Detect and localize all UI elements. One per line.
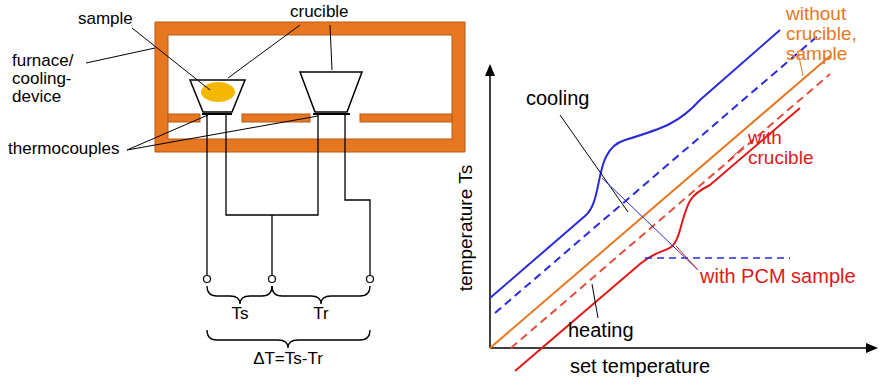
reference-crucible [300,72,362,112]
signal-name: Tr [313,305,328,323]
cooling-sample-curve [490,30,780,298]
sample-crucible [190,80,245,112]
curve-label: with crucible [748,128,828,168]
part-name: sample [78,10,133,28]
part-name: furnace/ cooling- device [12,52,90,106]
heating-crucible-curve [511,74,830,348]
furnace-frame [155,22,465,152]
wires [207,114,370,275]
leader-lines [86,25,332,150]
signal-name: ΔT=Ts-Tr [253,350,323,368]
axis-title: set temperature [570,356,710,377]
axes [490,72,870,348]
curve-label: without crucible, sample [786,4,876,64]
curve-label: with PCM sample [700,266,856,287]
part-name: crucible [290,3,349,21]
shelf [360,114,452,122]
shelf [242,114,310,122]
plateau-marker [645,257,790,259]
axis-title: temperature Ts [456,165,476,291]
baseline-curve [490,56,830,348]
axis-arrow [485,64,495,76]
braces [207,286,370,348]
curve-label: heating [568,320,634,341]
signal-name: Ts [232,305,249,323]
terminals [204,276,374,283]
part-name: thermocouples [8,140,120,158]
curve-label: cooling [526,88,589,109]
axis-arrow [866,343,878,353]
sample-blob [201,82,235,102]
